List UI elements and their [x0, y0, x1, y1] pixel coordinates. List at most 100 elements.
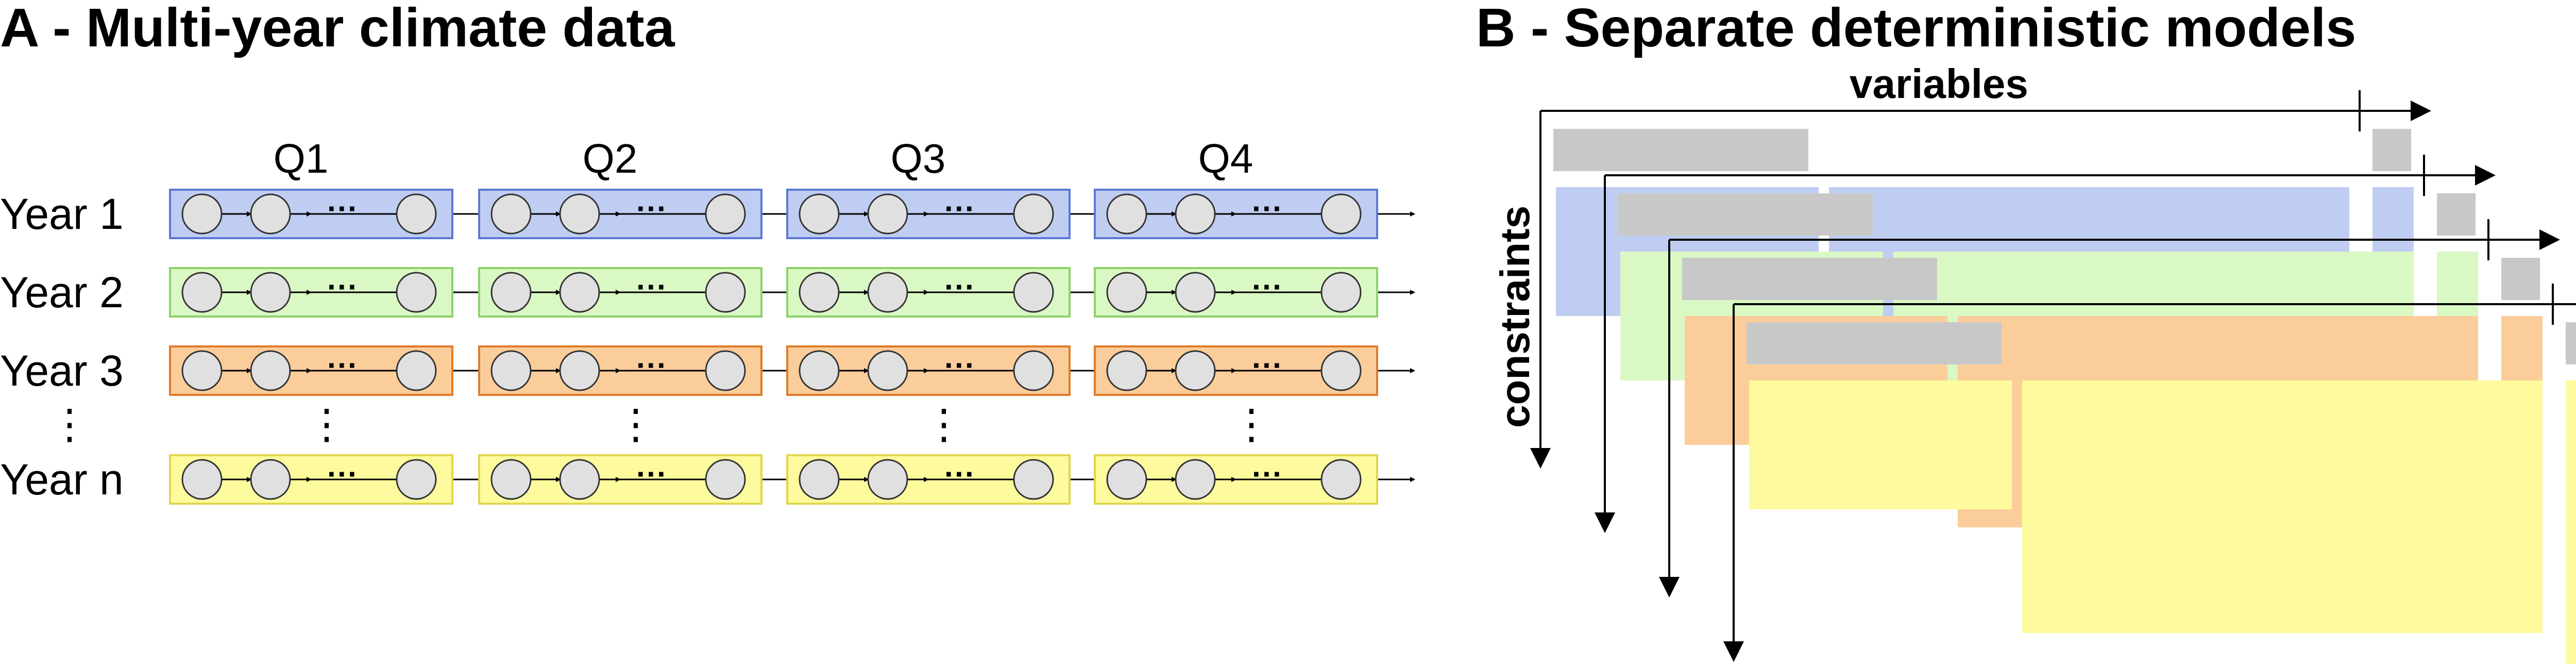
node-circle: [867, 272, 908, 313]
node-circle: [250, 459, 291, 500]
quarter-block: ···: [1094, 454, 1378, 505]
vertical-ellipsis: ⋮: [306, 401, 347, 447]
node-circle: [181, 459, 223, 500]
quarter-label-3: Q3: [891, 136, 946, 181]
constraint-block: [2566, 380, 2576, 664]
node-circle: [250, 350, 291, 391]
node-circle: [705, 193, 746, 235]
node-circle: [396, 459, 437, 500]
variables-axis-label: variables: [1850, 61, 2028, 107]
node-circle: [1175, 459, 1216, 500]
node-circle: [1320, 193, 1362, 235]
horizontal-ellipsis: ···: [1252, 457, 1283, 491]
variable-header-block: [2566, 322, 2576, 364]
horizontal-ellipsis: ···: [327, 191, 358, 226]
node-circle: [1106, 350, 1147, 391]
node-circle: [490, 350, 532, 391]
quarter-label-4: Q4: [1198, 136, 1253, 181]
quarter-block: ···: [786, 267, 1071, 318]
node-circle: [250, 272, 291, 313]
year-row: Year 2············: [0, 267, 1415, 318]
quarter-label-1: Q1: [274, 136, 329, 181]
year-label: Year 3: [0, 346, 124, 395]
node-circle: [867, 459, 908, 500]
horizontal-ellipsis: ···: [327, 348, 358, 383]
vertical-ellipsis-row: ⋮⋮⋮⋮⋮: [49, 401, 1272, 447]
node-circle: [867, 193, 908, 235]
horizontal-ellipsis: ···: [944, 191, 975, 226]
node-circle: [799, 350, 840, 391]
node-circle: [1320, 459, 1362, 500]
horizontal-ellipsis: ···: [944, 270, 975, 304]
horizontal-ellipsis: ···: [944, 457, 975, 491]
panel-b-title: B - Separate deterministic models: [1476, 0, 2356, 58]
quarter-block: ···: [169, 189, 453, 239]
quarter-block: ···: [478, 189, 762, 239]
year-row: Year n ··· ··· ··· ···: [0, 454, 1415, 505]
quarter-block: ···: [169, 454, 453, 505]
node-circle: [1175, 350, 1216, 391]
panel-a-title: A - Multi-year climate data: [0, 0, 675, 58]
variable-header-block: [1618, 193, 1873, 236]
node-circle: [490, 459, 532, 500]
vertical-ellipsis: ⋮: [49, 401, 90, 447]
year-rows: Year 1············Year 2············Year…: [0, 189, 1415, 505]
horizontal-ellipsis: ···: [1252, 348, 1283, 383]
node-circle: [559, 193, 600, 235]
constraints-axis-label: constraints: [1492, 206, 1538, 428]
quarter-block: ···: [169, 267, 453, 318]
vertical-ellipsis: ⋮: [615, 401, 656, 447]
node-circle: [799, 193, 840, 235]
horizontal-ellipsis: ···: [944, 348, 975, 383]
model-layer-4: [1723, 284, 2576, 664]
node-circle: [1106, 459, 1147, 500]
constraint-block: [2022, 380, 2543, 633]
node-circle: [799, 272, 840, 313]
node-circle: [1320, 350, 1362, 391]
node-circle: [1013, 193, 1054, 235]
year-row: Year 1············: [0, 189, 1415, 239]
quarter-block: ···: [478, 267, 762, 318]
quarter-block: ···: [786, 345, 1071, 396]
node-circle: [1175, 272, 1216, 313]
node-circle: [705, 459, 746, 500]
node-circle: [559, 350, 600, 391]
quarter-label-2: Q2: [583, 136, 638, 181]
quarter-block: ···: [786, 454, 1071, 505]
variable-header-block: [2501, 258, 2540, 300]
model-layers: [1530, 90, 2576, 664]
node-circle: [490, 272, 532, 313]
node-circle: [490, 193, 532, 235]
horizontal-ellipsis: ···: [327, 270, 358, 304]
node-circle: [1013, 459, 1054, 500]
variable-header-block: [2372, 129, 2411, 171]
horizontal-ellipsis: ···: [1252, 191, 1283, 226]
quarter-block: ···: [1094, 267, 1378, 318]
quarter-block: ···: [478, 345, 762, 396]
node-circle: [1013, 350, 1054, 391]
year-row: Year 3 ··· ··· ··· ···: [0, 345, 1415, 396]
node-circle: [181, 272, 223, 313]
horizontal-ellipsis: ···: [636, 348, 667, 383]
node-circle: [1320, 272, 1362, 313]
constraint-block: [1749, 380, 2012, 509]
quarter-block: ···: [478, 454, 762, 505]
node-circle: [396, 193, 437, 235]
node-circle: [1106, 272, 1147, 313]
panel-a: A - Multi-year climate data Q1 Q2 Q3 Q4 Yea…: [0, 0, 1415, 505]
variable-header-block: [1682, 258, 1937, 300]
quarter-block: ···: [169, 345, 453, 396]
horizontal-ellipsis: ···: [1252, 270, 1283, 304]
node-circle: [181, 350, 223, 391]
node-circle: [705, 350, 746, 391]
year-label: Year n: [0, 455, 124, 504]
node-circle: [705, 272, 746, 313]
quarter-block: ···: [1094, 189, 1378, 239]
node-circle: [1106, 193, 1147, 235]
node-circle: [396, 272, 437, 313]
node-circle: [559, 459, 600, 500]
panel-b: B - Separate deterministic models variab…: [1476, 0, 2576, 664]
node-circle: [181, 193, 223, 235]
node-circle: [250, 193, 291, 235]
